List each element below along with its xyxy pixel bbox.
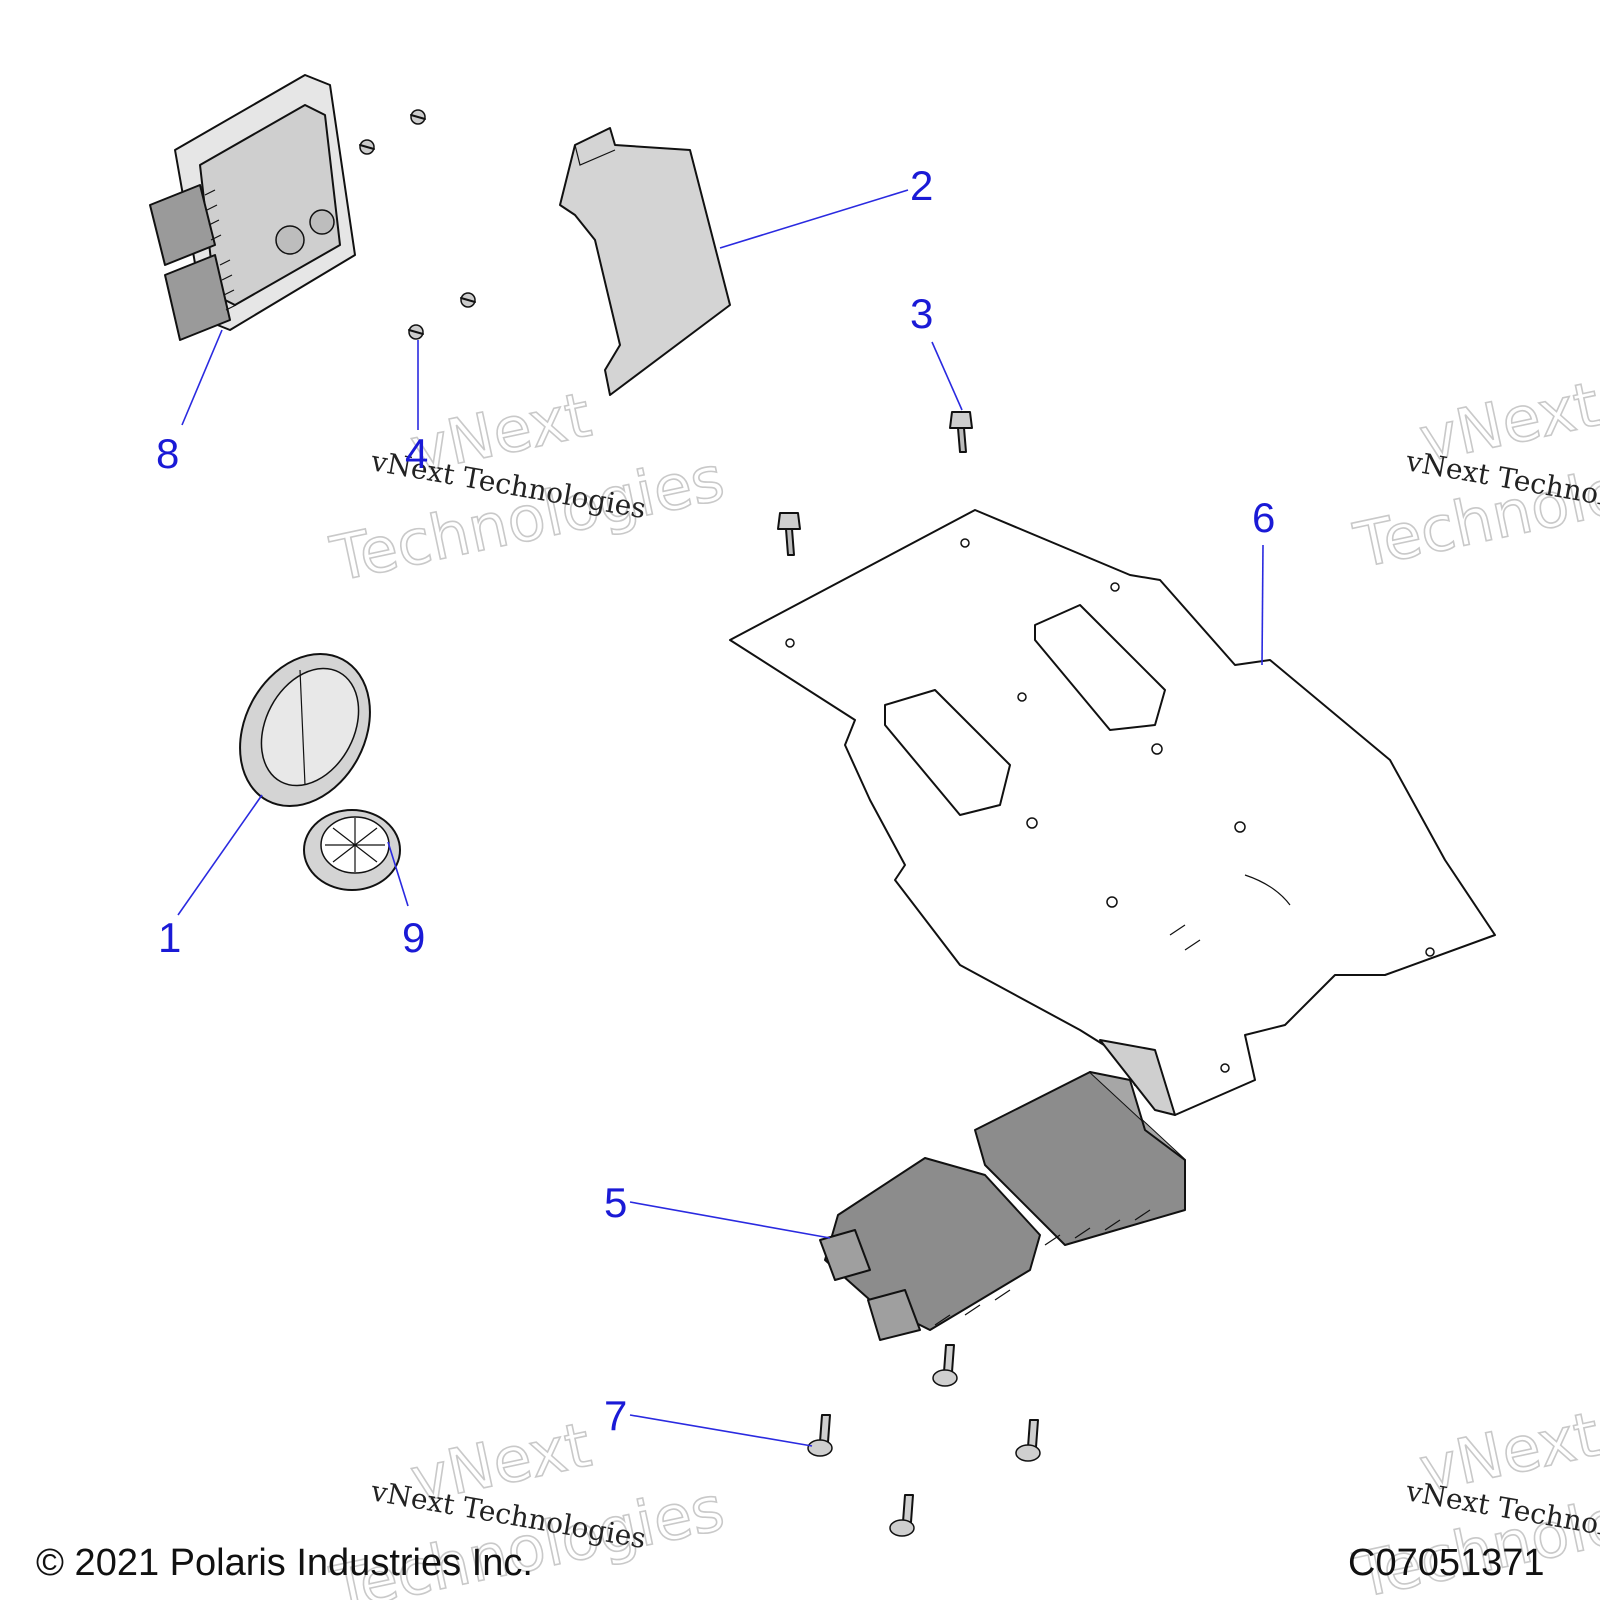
- callout-5: 5: [604, 1179, 627, 1226]
- screw-4a: [410, 109, 426, 125]
- callout-8: 8: [156, 430, 179, 477]
- screw-4c: [460, 292, 476, 308]
- bolt-6: [777, 512, 801, 556]
- copyright-text: © 2021 Polaris Industries Inc.: [36, 1542, 533, 1584]
- relay-module-upper: [974, 1071, 1186, 1246]
- callout-7: 7: [604, 1392, 627, 1439]
- ecu-module: [149, 74, 356, 341]
- callout-9: 9: [402, 914, 425, 961]
- leader-line-9: [387, 841, 409, 907]
- callout-3: 3: [910, 290, 933, 337]
- callout-2: 2: [910, 162, 933, 209]
- screw-4d: [408, 324, 424, 340]
- grommet-small: [303, 809, 401, 891]
- grommet-large: [239, 652, 371, 808]
- leader-line-1: [177, 794, 263, 916]
- leader-line-8: [181, 329, 223, 426]
- bolt-3: [949, 411, 973, 453]
- drawing-number: C07051371: [1348, 1542, 1545, 1584]
- screw-7a: [932, 1344, 958, 1387]
- leader-line-5: [629, 1201, 831, 1239]
- ecu-shield-bracket: [559, 127, 731, 396]
- screw-7b: [807, 1414, 833, 1457]
- screw-4b: [359, 139, 375, 155]
- screw-7c: [1015, 1419, 1041, 1462]
- leader-line-3: [931, 341, 963, 411]
- leader-line-7: [629, 1414, 813, 1447]
- callout-1: 1: [158, 914, 181, 961]
- mounting-plate: [729, 509, 1496, 1116]
- callout-6: 6: [1252, 494, 1275, 541]
- screw-7d: [889, 1494, 915, 1537]
- callout-4: 4: [405, 430, 428, 477]
- leader-line-2: [719, 189, 909, 249]
- leader-line-6: [1261, 544, 1264, 666]
- relay-module-lower: [819, 1157, 1041, 1341]
